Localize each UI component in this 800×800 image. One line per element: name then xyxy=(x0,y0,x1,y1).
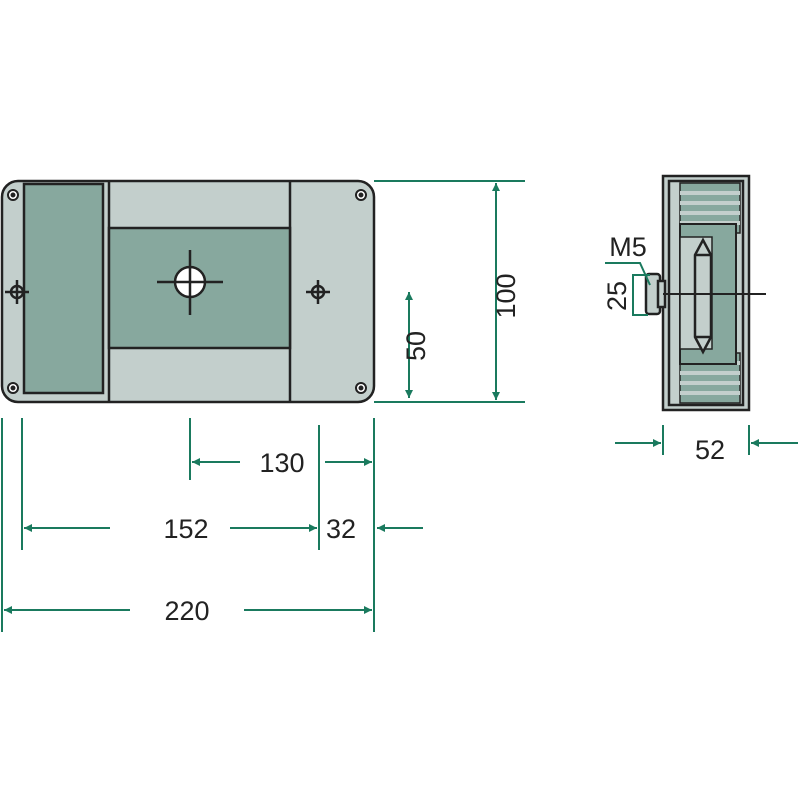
center-crosshair-icon xyxy=(157,250,223,315)
mount-hole-left-icon xyxy=(5,280,29,304)
front-view xyxy=(0,179,376,404)
dim-label-152: 152 xyxy=(163,514,208,544)
dim-label-50: 50 xyxy=(401,331,431,361)
side-view: M5 25 52 xyxy=(602,174,798,465)
lamp-tube xyxy=(693,237,713,355)
thread-label-m5: M5 xyxy=(609,232,647,262)
dim-label-100: 100 xyxy=(491,273,521,318)
dim-label-52: 52 xyxy=(695,435,725,465)
dim-label-25: 25 xyxy=(602,281,632,311)
dim-label-32: 32 xyxy=(326,514,356,544)
screw-icons xyxy=(7,189,367,394)
dim-label-220: 220 xyxy=(164,596,209,626)
left-window xyxy=(22,182,105,395)
dim-label-130: 130 xyxy=(259,448,304,478)
front-dimensions: 100 50 130 152 32 220 xyxy=(1,180,525,632)
mount-hole-right-icon xyxy=(306,280,330,304)
